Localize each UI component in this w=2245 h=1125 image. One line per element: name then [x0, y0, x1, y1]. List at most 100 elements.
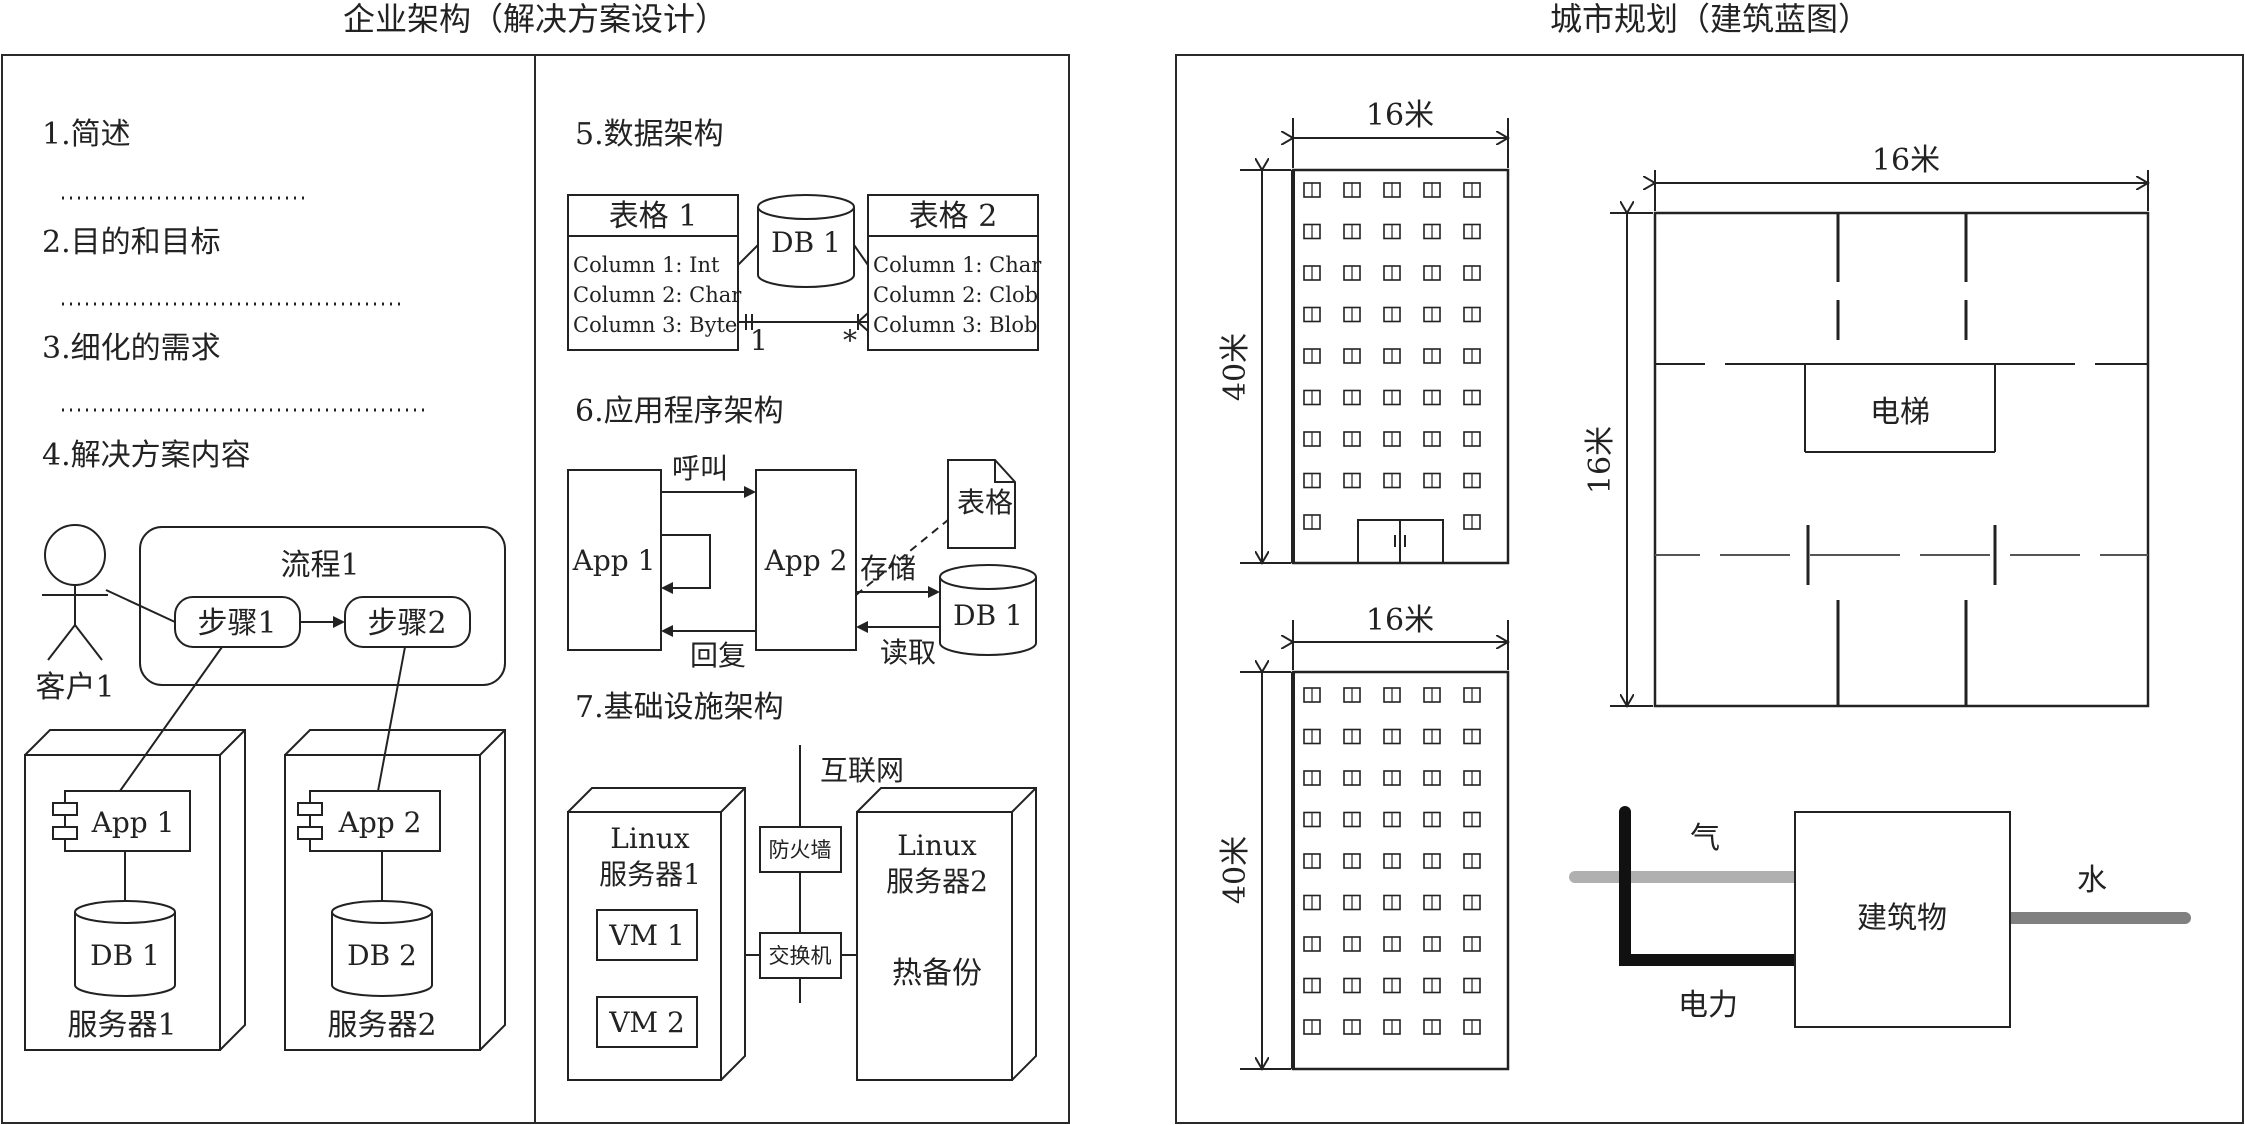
table-1-row-2: Column 2: Char	[573, 283, 742, 307]
building-2-width-label: 16米	[1366, 603, 1434, 638]
section-5-heading: 5.数据架构	[575, 117, 724, 152]
table-2-title: 表格 2	[909, 199, 998, 234]
table-2-entity	[867, 194, 1039, 351]
right-panel-title: 城市规划（建筑蓝图）	[1550, 0, 1870, 38]
plan-height-label: 16米	[1583, 426, 1618, 494]
customer-actor-icon	[42, 524, 108, 661]
building-2-height-dimension	[1240, 672, 1291, 1069]
power-label: 电力	[1678, 988, 1738, 1023]
floor-plan	[1653, 211, 2150, 708]
power-line	[1619, 806, 1801, 966]
customer-label: 客户1	[35, 670, 114, 705]
elevator-label: 电梯	[1870, 395, 1930, 430]
store-label: 存储	[860, 552, 916, 585]
app-db-label: DB 1	[953, 599, 1023, 632]
app-2-box	[755, 469, 857, 651]
building-2-width-dimension	[1293, 620, 1508, 670]
building-2-windows	[1303, 687, 1481, 1035]
document-icon	[947, 459, 1016, 549]
data-db-cylinder	[757, 194, 855, 288]
db-table2-link	[853, 244, 869, 266]
right-panel-frame	[1175, 54, 2244, 1124]
table-relationship-line	[738, 312, 869, 332]
server-2-node	[284, 729, 506, 1051]
app2-document-link	[855, 519, 949, 596]
server-1-label: 服务器1	[67, 1008, 176, 1043]
linux-2-line-1: Linux	[897, 829, 977, 862]
left-column-1: 1.简述 2.目的和目标 3.细化的需求 4.解决方案内容 客户1 流程1 步骤…	[24, 117, 506, 1051]
building-1-width-dimension	[1293, 118, 1508, 168]
server-2-label: 服务器2	[327, 1008, 436, 1043]
linux-server-2-node	[856, 787, 1037, 1081]
app-1-box	[567, 469, 662, 651]
building-1-elevation	[1291, 168, 1510, 565]
linux-1-line-2: 服务器1	[599, 858, 701, 891]
building-2-height-label: 40米	[1218, 836, 1253, 904]
process-label: 流程1	[280, 548, 359, 583]
self-call-loop	[661, 534, 711, 594]
server-2-app-component	[297, 790, 441, 852]
table-2-row-1: Column 1: Char	[873, 253, 1042, 277]
relationship-one-label: 1	[750, 324, 768, 357]
plan-width-label: 16米	[1872, 143, 1940, 178]
step2-server2-connector	[377, 646, 406, 792]
step-2-box	[344, 596, 471, 648]
section-7-heading: 7.基础设施架构	[575, 690, 784, 725]
left-panel-title: 企业架构（解决方案设计）	[343, 0, 727, 38]
vm-2-label: VM 2	[608, 1006, 685, 1039]
internet-label: 互联网	[820, 754, 904, 787]
linux-server-1-node	[567, 787, 746, 1081]
vm-1-box	[596, 909, 698, 961]
section-4-heading: 4.解决方案内容	[42, 438, 251, 473]
server-1-db-label: DB 1	[90, 939, 160, 972]
table-1-entity	[567, 194, 739, 351]
table-1-title: 表格 1	[609, 199, 698, 234]
switch-label: 交换机	[769, 944, 832, 968]
read-label: 读取	[880, 636, 936, 669]
building-1-height-dimension	[1240, 170, 1291, 563]
reply-label: 回复	[690, 639, 746, 672]
section-3-heading: 3.细化的需求	[42, 331, 221, 366]
table-2-row-2: Column 2: Clob	[873, 283, 1038, 307]
server-2-db-label: DB 2	[347, 939, 417, 972]
server-2-app-label: App 2	[338, 806, 422, 839]
section-6-heading: 6.应用程序架构	[575, 394, 784, 429]
server-1-app-label: App 1	[91, 806, 175, 839]
switch-box	[759, 932, 842, 979]
left-column-2: 5.数据架构 表格 1 Column 1: Int Column 2: Char…	[567, 117, 1042, 1081]
gas-label: 气	[1690, 821, 1720, 856]
water-label: 水	[2077, 863, 2107, 898]
table-2-row-3: Column 3: Blob	[873, 313, 1037, 337]
building-1-width-label: 16米	[1366, 98, 1434, 133]
building-label: 建筑物	[1857, 901, 1947, 936]
server-1-node	[24, 729, 246, 1051]
building-1-height-label: 40米	[1218, 333, 1253, 401]
linux-2-line-2: 服务器2	[886, 865, 988, 898]
server-1-app-component	[52, 790, 191, 852]
vm-2-box	[596, 996, 698, 1048]
step-2-label: 步骤2	[367, 606, 446, 641]
data-db-label: DB 1	[771, 226, 841, 259]
hot-backup-label: 热备份	[892, 956, 982, 991]
step1-server1-connector	[119, 646, 223, 792]
plan-width-dimension	[1655, 170, 2148, 211]
table1-db-link	[737, 244, 759, 266]
firewall-box	[759, 826, 842, 873]
building-2-elevation	[1291, 670, 1510, 1071]
left-panel	[1, 54, 1070, 1124]
document-label: 表格	[957, 486, 1013, 519]
step-1-label: 步骤1	[197, 606, 276, 641]
building-1-door	[1357, 519, 1444, 564]
linux-1-line-1: Linux	[610, 822, 690, 855]
table-1-row-1: Column 1: Int	[573, 253, 720, 277]
vm-1-label: VM 1	[608, 919, 685, 952]
server-1-db-cylinder	[74, 900, 176, 997]
app-db-cylinder	[939, 564, 1037, 656]
section-2-heading: 2.目的和目标	[42, 225, 221, 260]
firewall-label: 防火墙	[769, 838, 832, 862]
app-2-label: App 2	[764, 544, 848, 577]
app-1-label: App 1	[572, 544, 656, 577]
table-1-row-3: Column 3: Byte	[573, 313, 737, 337]
building-box	[1794, 811, 2011, 1028]
